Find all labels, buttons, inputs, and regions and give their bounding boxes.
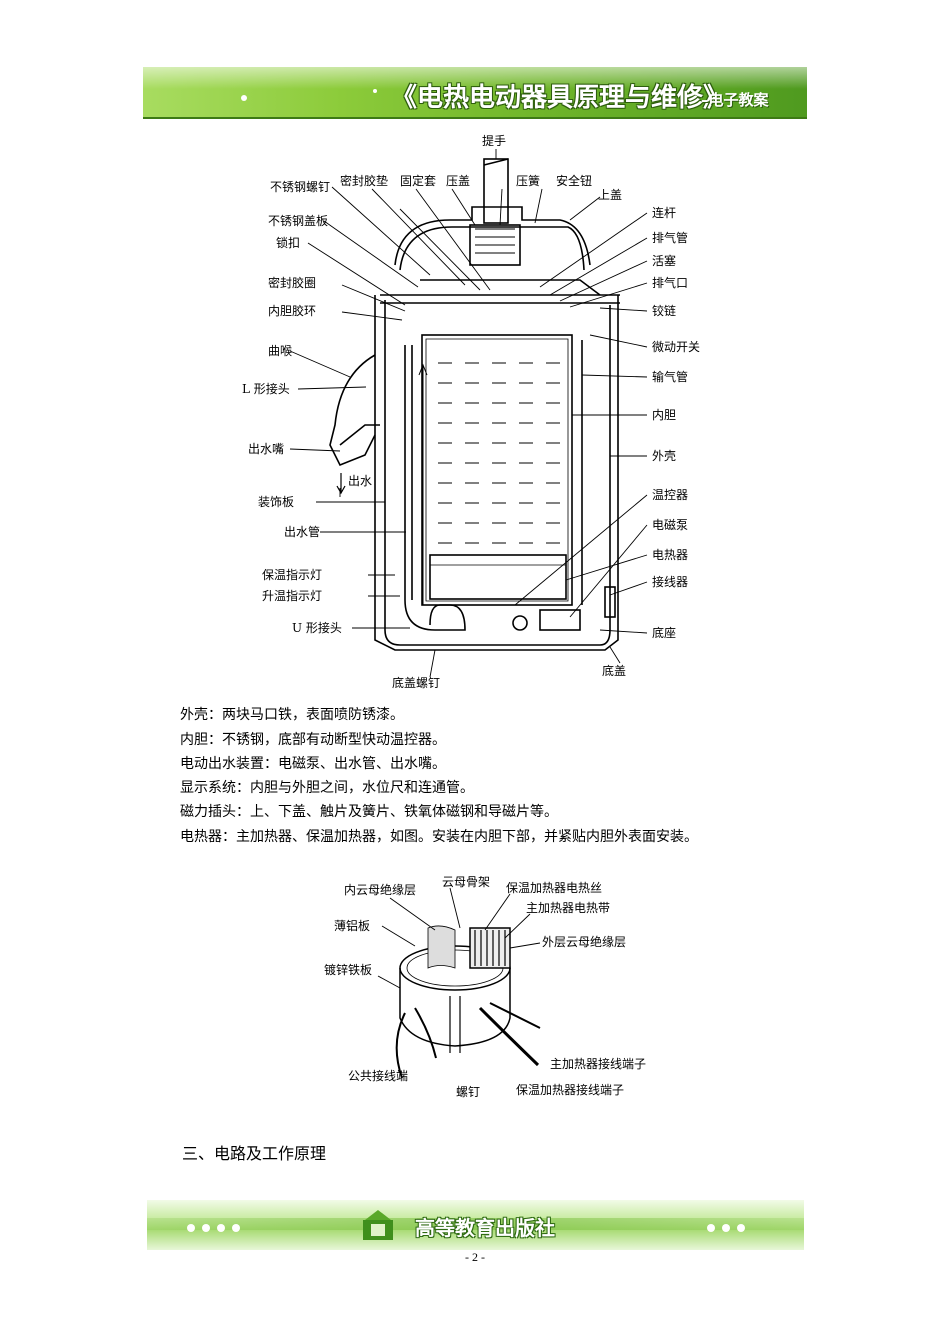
banner-title: 《电热电动器具原理与维修》 [391,83,730,113]
label-piston: 活塞 [652,253,676,268]
label-exhaust-port: 排气口 [652,275,688,290]
footer-dot [722,1224,730,1232]
header-banner: 《电热电动器具原理与维修》 –电子教案 [143,67,807,119]
footer-banner: 高等教育出版社 [147,1200,804,1250]
label-inner-tank: 内胆 [652,408,676,422]
label-bottom-cover: 底盖 [602,663,626,678]
label-thermostat: 温控器 [652,488,688,502]
label-l-joint: L 形接头 [242,381,290,396]
label-outlet-pipe: 出水管 [284,524,320,539]
label-shell: 外壳 [652,449,676,463]
label-u-joint: U 形接头 [292,620,342,635]
banner-subtitle: –电子教案 [701,91,769,109]
footer-dot [187,1224,195,1232]
label-decor-board: 装饰板 [258,495,294,509]
label-base: 底座 [652,625,676,640]
label-keep-warm-terminal: 保温加热器接线端子 [516,1082,624,1097]
footer-dot [202,1224,210,1232]
page-number: - 2 - [465,1250,485,1264]
label-ss-screw: 不锈钢螺钉 [270,180,330,194]
label-handle: 提手 [482,133,506,148]
label-upper-cover: 上盖 [598,188,622,202]
label-heater: 电热器 [652,548,688,562]
label-spout: 出水嘴 [248,442,284,456]
paragraph-magnetic-plug: 磁力插头：上、下盖、触片及簧片、铁氧体磁钢和导磁片等。 [180,804,558,820]
label-main-heater-strip: 主加热器电热带 [526,901,610,915]
label-connector: 接线器 [652,574,688,589]
label-hinge: 铰链 [652,303,676,318]
label-lock-buckle: 锁扣 [276,235,300,250]
label-inner-mica: 内云母绝缘层 [344,882,416,897]
section-heading: 三、电路及工作原理 [182,1144,327,1163]
paragraph-electric-outlet: 电动出水装置：电磁泵、出水管、出水嘴。 [180,756,446,772]
label-screw: 螺钉 [456,1085,480,1099]
paragraph-heater: 电热器：主加热器、保温加热器，如图。安装在内胆下部，并紧贴内胆外表面安装。 [180,829,698,845]
heater-ring-diagram: 内云母绝缘层 云母骨架 保温加热器电热丝 主加热器电热带 薄铝板 外层云母绝缘层… [324,875,646,1099]
label-em-pump: 电磁泵 [652,517,688,532]
paragraph-shell: 外壳：两块马口铁，表面喷防锈漆。 [180,707,404,723]
footer-band [147,1218,804,1230]
label-keep-warm-wire: 保温加热器电热丝 [506,881,602,895]
label-outer-mica: 外层云母绝缘层 [542,934,626,949]
label-fixed-sleeve: 固定套 [400,173,436,188]
label-neck: 曲喉 [268,344,292,358]
paragraph-display-system: 显示系统：内胆与外胆之间，水位尺和连通管。 [180,780,474,796]
label-mica-frame: 云母骨架 [442,875,490,889]
label-press-cover: 压盖 [446,174,470,188]
label-ss-cover-plate: 不锈钢盖板 [268,214,328,228]
footer-dot [232,1224,240,1232]
label-bottom-screw: 底盖螺钉 [392,675,440,690]
label-exhaust-pipe: 排气管 [652,230,688,245]
label-water-out: 出水 [348,474,372,488]
banner-sparkle [373,89,377,93]
dispenser-cross-section-diagram: 提手 密封胶垫 固定套 压盖 压簧 安全钮 上盖 不锈钢螺钉 不锈钢盖板 锁扣 … [242,133,700,690]
label-heating-lamp: 升温指示灯 [262,588,322,603]
label-galv-plate: 镀锌铁板 [324,963,372,977]
publisher-logo-icon [363,1210,393,1240]
label-connecting-rod: 连杆 [652,205,676,220]
footer-dot [217,1224,225,1232]
label-safety-button: 安全钮 [556,173,592,188]
label-micro-switch: 微动开关 [652,340,700,354]
label-seal-ring: 密封胶圈 [268,275,316,290]
label-press-spring: 压簧 [516,173,540,188]
banner-sparkle [241,95,247,101]
label-thin-al: 薄铝板 [334,918,370,933]
label-main-terminal: 主加热器接线端子 [550,1056,646,1071]
label-inner-rubber-ring: 内胆胶环 [268,303,316,318]
label-keep-warm-lamp: 保温指示灯 [262,567,322,582]
label-seal-pad: 密封胶垫 [340,173,388,188]
publisher-name: 高等教育出版社 [415,1216,555,1240]
label-air-pipe: 输气管 [652,369,688,384]
footer-dot [707,1224,715,1232]
footer-dot [737,1224,745,1232]
paragraph-inner-tank: 内胆：不锈钢，底部有动断型快动温控器。 [180,732,446,748]
banner-sheen [143,67,807,89]
label-common-terminal: 公共接线端 [348,1068,408,1083]
